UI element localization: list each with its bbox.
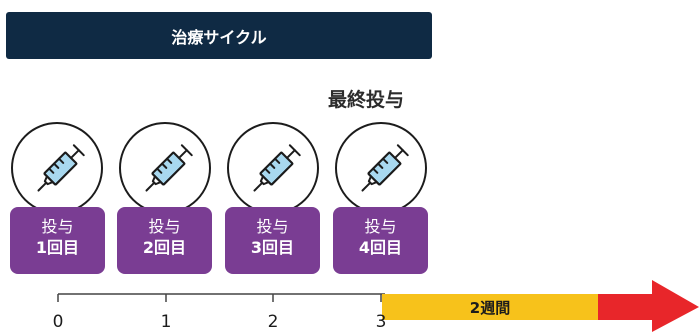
- dose-box-2: 投与 2回目: [117, 207, 212, 274]
- dose-label: 投与: [364, 217, 397, 236]
- dose-box-4: 投与 4回目: [333, 207, 428, 274]
- tick-label: 2: [267, 312, 279, 332]
- tick-label: 3: [375, 312, 387, 332]
- dose-number: 3回目: [250, 238, 295, 257]
- treatment-cycle-header: 治療サイクル: [6, 12, 432, 59]
- dose-label: 投与: [148, 217, 181, 236]
- interval-bar: [382, 294, 598, 320]
- dose-label: 投与: [256, 217, 289, 236]
- syringe-icon: [227, 122, 319, 214]
- dose-label: 投与: [41, 217, 74, 236]
- arrow-icon: [598, 280, 699, 332]
- dose-number: 2回目: [142, 238, 187, 257]
- tick-label: 0: [52, 312, 64, 332]
- tick-label: 1: [160, 312, 172, 332]
- syringe-icon: [119, 122, 211, 214]
- dose-box-1: 投与 1回目: [10, 207, 105, 274]
- dose-number: 4回目: [358, 238, 403, 257]
- syringe-icon: [335, 122, 427, 214]
- header-title: 治療サイクル: [171, 27, 267, 47]
- dose-box-3: 投与 3回目: [225, 207, 320, 274]
- final-dose-label: 最終投与: [328, 89, 405, 111]
- dose-number: 1回目: [35, 238, 80, 257]
- interval-label: 2週間: [469, 298, 511, 317]
